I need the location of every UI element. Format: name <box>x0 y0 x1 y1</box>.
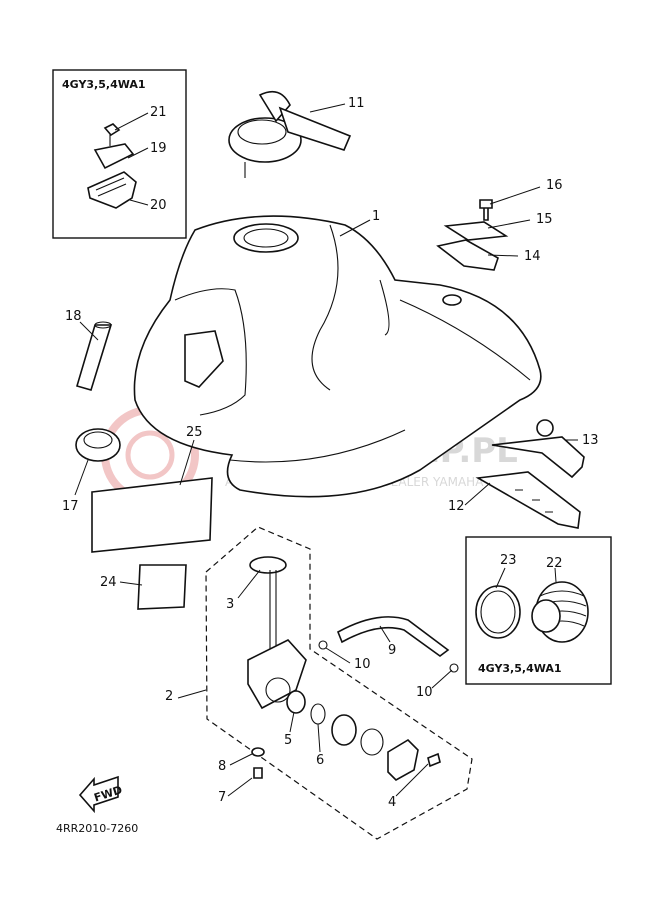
hose-9 <box>336 616 450 657</box>
tank-body <box>133 215 542 498</box>
clip-10 <box>318 640 328 650</box>
callout-11: 11 <box>348 96 365 111</box>
inset-box-bottom-right: 4GY3,5,4WA1 <box>465 536 612 685</box>
callout-1: 1 <box>372 209 380 224</box>
callout-7: 7 <box>218 790 226 805</box>
leader-lines <box>74 103 578 797</box>
callout-12: 12 <box>448 499 465 514</box>
fuel-cap-11 <box>228 90 352 178</box>
callout-16: 16 <box>546 178 563 193</box>
callout-22: 22 <box>546 556 563 571</box>
fwd-arrow: FWD <box>78 775 124 814</box>
pad-24 <box>137 564 187 610</box>
hose-18 <box>76 321 113 391</box>
bolt-7 <box>253 767 263 779</box>
callout-8: 8 <box>218 759 226 774</box>
filler-neck <box>233 223 299 253</box>
callout-24: 24 <box>100 575 117 590</box>
bracket-14 <box>436 239 499 271</box>
gasket-3 <box>249 556 287 574</box>
cover-22 <box>531 581 589 643</box>
plate-15 <box>443 221 509 241</box>
callout-labels: 21 19 20 11 1 16 15 14 18 13 17 25 12 24… <box>62 96 599 810</box>
inset-box-label: 4GY3,5,4WA1 <box>62 78 146 91</box>
callout-4: 4 <box>388 795 396 810</box>
callout-2: 2 <box>165 689 173 704</box>
clip-10 <box>449 663 459 673</box>
callout-13: 13 <box>582 433 599 448</box>
bracket-19 <box>93 143 135 170</box>
callout-10: 10 <box>416 685 433 700</box>
bolt-21 <box>103 123 121 137</box>
callout-5: 5 <box>284 733 292 748</box>
plate-4 <box>387 738 419 781</box>
callout-9: 9 <box>388 643 396 658</box>
callout-21: 21 <box>150 105 167 120</box>
cap-17 <box>75 428 121 462</box>
callout-20: 20 <box>150 198 167 213</box>
washer-8 <box>251 747 265 757</box>
callout-15: 15 <box>536 212 553 227</box>
callout-23: 23 <box>500 553 517 568</box>
ring-23 <box>475 585 521 639</box>
callout-6: 6 <box>316 753 324 768</box>
seal-5 <box>286 690 306 714</box>
callout-17: 17 <box>62 499 79 514</box>
callout-19: 19 <box>150 141 167 156</box>
drawing-code: 4RR2010-7260 <box>56 822 138 835</box>
bracket-13 <box>491 436 585 479</box>
bracket-12 <box>475 471 581 529</box>
pad-25 <box>91 477 213 553</box>
callout-10: 10 <box>354 657 371 672</box>
callout-18: 18 <box>65 309 82 324</box>
inset-box-top-left: 4GY3,5,4WA1 <box>52 69 187 239</box>
inset-box-label: 4GY3,5,4WA1 <box>478 662 562 675</box>
fuel-tank <box>133 215 542 498</box>
bolt-16 <box>479 199 493 221</box>
callout-3: 3 <box>226 597 234 612</box>
fuel-cock-assembly-2 <box>205 526 473 840</box>
callout-25: 25 <box>186 425 203 440</box>
oring-6 <box>310 703 326 725</box>
callout-14: 14 <box>524 249 541 264</box>
